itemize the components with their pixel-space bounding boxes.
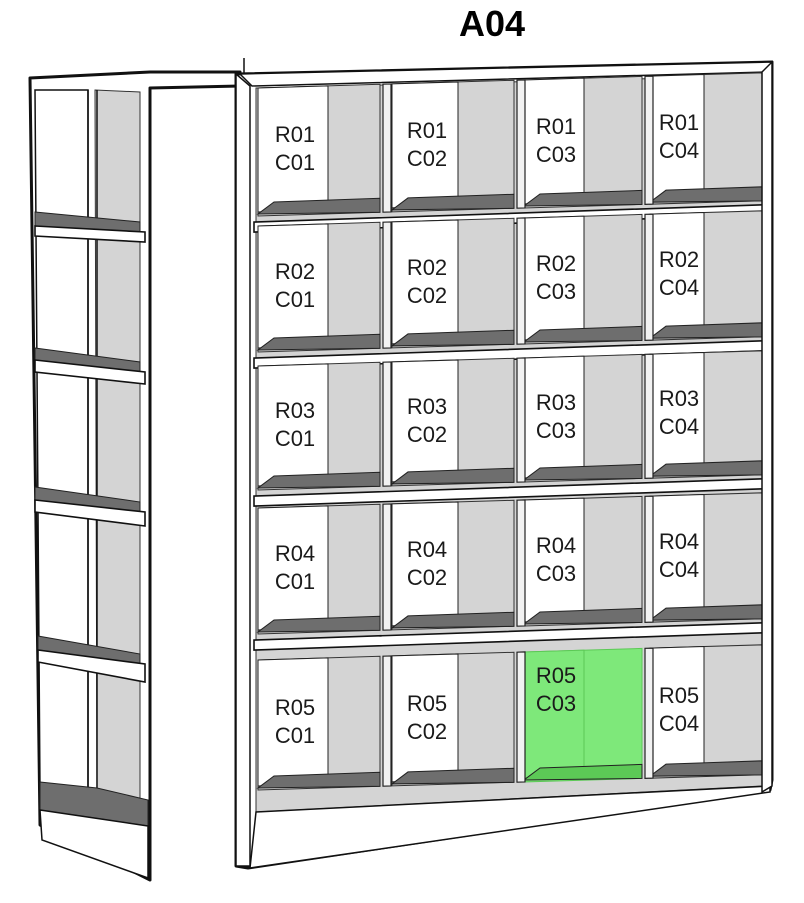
bin-floor — [256, 615, 381, 633]
side-rail-4 — [37, 649, 146, 683]
shelf-title: A04 — [459, 3, 525, 44]
bin-label-row: R04 — [659, 529, 699, 554]
bin-label-row: R03 — [659, 386, 699, 411]
bin-divider — [644, 353, 654, 479]
bin-label-col: C02 — [407, 146, 447, 171]
bin-floor — [522, 325, 643, 343]
front-base — [249, 785, 771, 869]
bin-label-row: R03 — [407, 394, 447, 419]
bin-divider — [644, 75, 654, 205]
side-base-kick — [39, 809, 149, 880]
bin-divider — [382, 361, 392, 487]
bin-floor — [256, 771, 381, 789]
bin-divider — [516, 79, 526, 209]
bin-label-row: R01 — [407, 118, 447, 143]
bin-label-col: C04 — [659, 138, 699, 163]
bin-floor — [522, 763, 643, 781]
bin-side-face — [257, 223, 329, 349]
bin-floor — [390, 611, 515, 629]
bin-label-col: C03 — [536, 279, 576, 304]
side-section — [28, 70, 242, 882]
bin-label-col: C01 — [275, 287, 315, 312]
bin-label-row: R04 — [407, 537, 447, 562]
bin-divider — [382, 221, 392, 349]
bin-label-col: C02 — [407, 565, 447, 590]
bin-side-face — [257, 505, 329, 631]
bin-floor — [522, 607, 643, 625]
bin-label-row: R03 — [275, 398, 315, 423]
bin-label-row: R01 — [536, 114, 576, 139]
side-rail-2 — [34, 359, 146, 385]
bin-label-row: R02 — [659, 247, 699, 272]
side-inner-back — [94, 89, 141, 806]
bin-label-row: R02 — [275, 259, 315, 284]
bin-side-face — [257, 657, 329, 787]
bin-label-col: C04 — [659, 557, 699, 582]
bin-label-col: C01 — [275, 569, 315, 594]
bin-label-col: C04 — [659, 711, 699, 736]
bin-divider — [516, 357, 526, 483]
bin-floor — [256, 333, 381, 351]
bin-divider — [644, 213, 654, 341]
bin-label-row: R01 — [659, 110, 699, 135]
bin-floor — [256, 197, 381, 215]
bin-label-row: R05 — [659, 683, 699, 708]
bin-divider — [644, 495, 654, 623]
side-rail-1 — [34, 225, 146, 243]
bin-floor — [522, 189, 643, 207]
bin-label-col: C03 — [536, 418, 576, 443]
bin-divider — [382, 503, 392, 631]
side-base-floor — [39, 781, 149, 827]
bin-divider — [516, 217, 526, 345]
bin-divider — [516, 499, 526, 627]
bin-grid: R01C01R01C02R01C03R01C04R02C01R02C02R02C… — [249, 60, 773, 869]
front-right-post — [761, 60, 773, 794]
bin-label-row: R04 — [275, 541, 315, 566]
bin-divider — [382, 655, 392, 787]
bin-divider — [644, 647, 654, 779]
bin-label-row: R01 — [275, 122, 315, 147]
side-left-panel — [34, 89, 89, 814]
bin-label-col: C02 — [407, 283, 447, 308]
bin-floor — [390, 467, 515, 485]
bin-divider — [382, 83, 392, 213]
bin-label-row: R04 — [536, 533, 576, 558]
bin-floor — [522, 463, 643, 481]
bin-label-col: C04 — [659, 275, 699, 300]
bin-label-col: C03 — [536, 142, 576, 167]
bin-label-row: R02 — [536, 251, 576, 276]
bin-label-col: C02 — [407, 422, 447, 447]
bin-label-col: C03 — [536, 561, 576, 586]
bin-label-col: C01 — [275, 150, 315, 175]
bin-divider — [516, 651, 526, 783]
bin-label-row: R05 — [536, 663, 576, 688]
bin-floor — [390, 767, 515, 785]
bin-label-col: C03 — [536, 691, 576, 716]
bin-label-row: R02 — [407, 255, 447, 280]
bin-floor — [390, 329, 515, 347]
bin-floor — [256, 471, 381, 489]
bin-floor — [390, 193, 515, 211]
bin-label-col: C01 — [275, 426, 315, 451]
bin-label-col: C01 — [275, 723, 315, 748]
bin-label-row: R03 — [536, 390, 576, 415]
front-left-post — [235, 72, 251, 867]
bin-label-row: R05 — [407, 691, 447, 716]
bin-label-col: C04 — [659, 414, 699, 439]
bin-label-col: C02 — [407, 719, 447, 744]
bin-side-face — [257, 363, 329, 487]
side-rail-3 — [34, 499, 146, 527]
bin-label-row: R05 — [275, 695, 315, 720]
bin-side-face — [257, 85, 329, 213]
